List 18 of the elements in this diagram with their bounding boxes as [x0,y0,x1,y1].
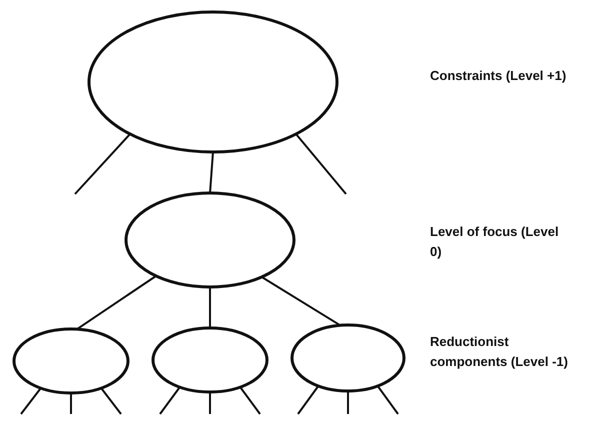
connector-line [209,152,214,194]
connector-line [261,276,341,326]
level-label: Reductionist components (Level -1) [430,333,569,371]
branch-line [70,393,72,414]
branch-line [295,133,347,195]
branch-line [376,385,399,415]
connector-line [209,287,211,328]
connector-line [76,275,157,330]
branch-line [20,388,42,415]
branch-line [347,391,349,414]
level-label: Constraints (Level +1) [430,67,568,85]
branch-line [159,386,181,415]
branch-line [297,385,320,415]
branch-line [74,133,131,195]
level-label: Level of focus (Level 0) [430,223,560,261]
branch-line [239,386,261,415]
branch-line [209,392,211,414]
branch-line [100,388,122,415]
